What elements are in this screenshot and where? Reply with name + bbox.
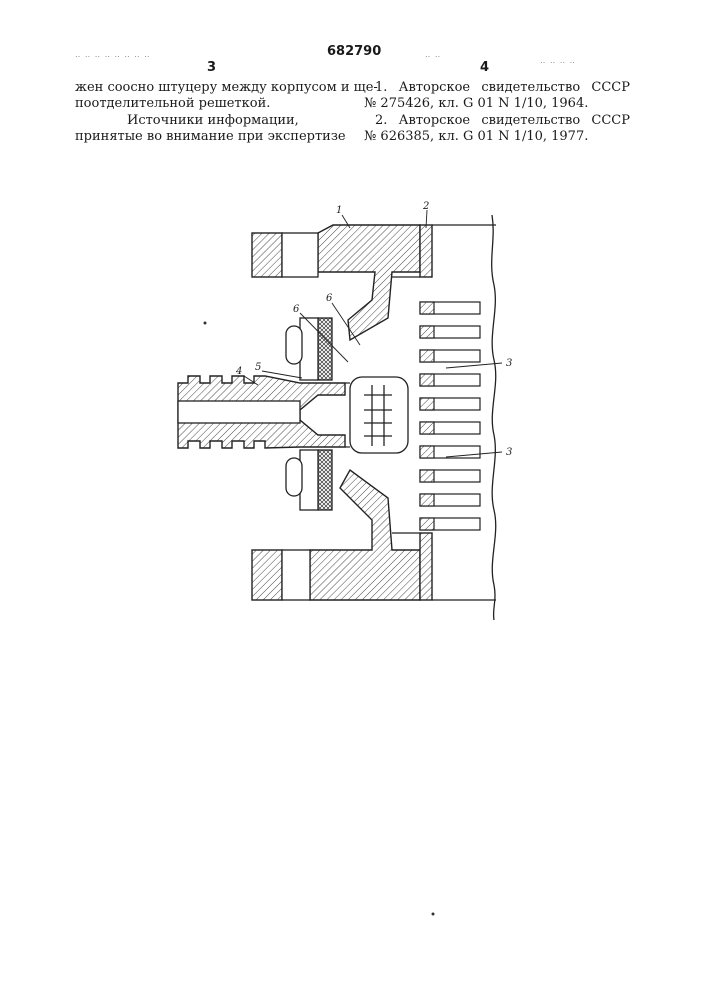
housing-top-flange-left xyxy=(252,233,282,277)
clamp-ring-bottom xyxy=(300,450,318,510)
label-2: 2 xyxy=(422,201,429,212)
label-5: 5 xyxy=(255,362,261,373)
grid-plate-top xyxy=(420,225,432,277)
bolt-bottom xyxy=(286,458,302,496)
label-6-left: 6 xyxy=(293,304,300,315)
label-3-bottom: 3 xyxy=(506,447,512,458)
grid-slats xyxy=(420,302,480,530)
fitting-channel xyxy=(178,401,300,423)
housing-top-body xyxy=(318,225,420,340)
label-6-right: 6 xyxy=(326,293,333,304)
flange-bore-bottom xyxy=(282,550,310,600)
housing-bottom-flange-left xyxy=(252,550,282,600)
label-1: 1 xyxy=(336,205,342,216)
grid-plate-bottom xyxy=(420,533,432,600)
baffle-housing xyxy=(350,377,408,453)
label-3-top: 3 xyxy=(506,358,512,369)
gasket-bottom xyxy=(318,450,332,510)
label-4: 4 xyxy=(235,366,242,377)
clamp-ring-top xyxy=(300,318,318,380)
bolt-top xyxy=(286,326,302,364)
break-line xyxy=(492,215,496,620)
scan-speck xyxy=(204,322,207,325)
scan-speck xyxy=(432,913,435,916)
gasket-top xyxy=(318,318,332,380)
flange-bore-top xyxy=(282,233,318,277)
